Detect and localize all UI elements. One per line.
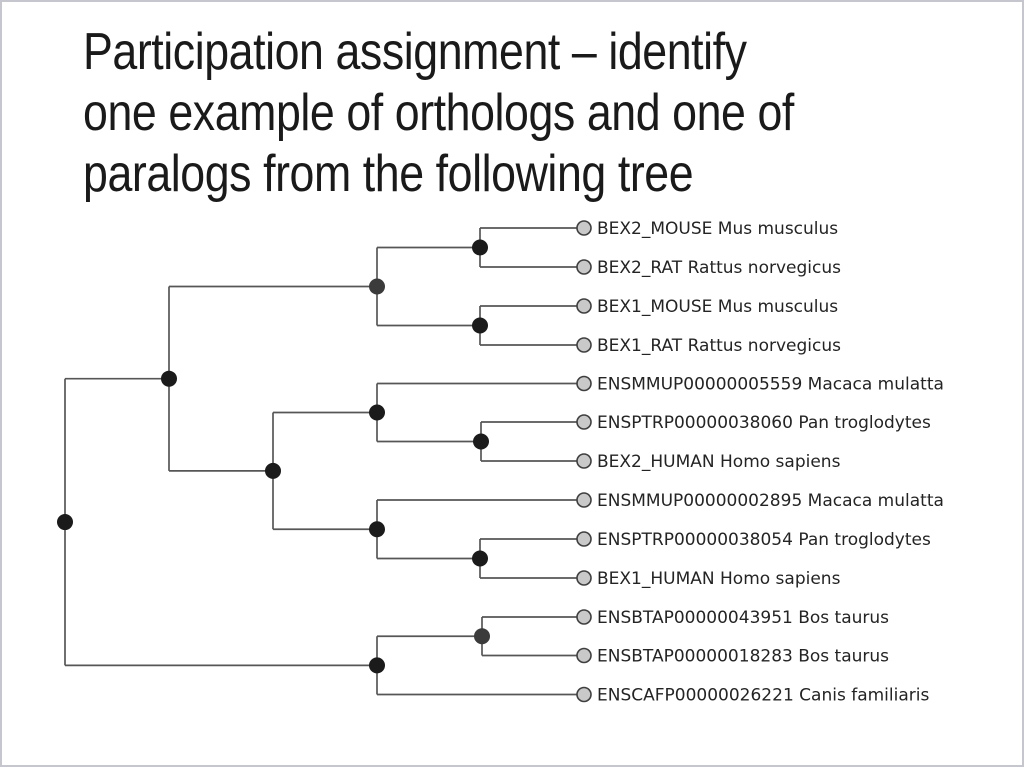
leaf-node-circle xyxy=(576,686,592,703)
internal-node-dot xyxy=(369,278,385,295)
leaf-node-circle xyxy=(576,609,592,625)
slide-title-line-2: one example of orthologs and one of xyxy=(83,84,794,142)
leaf-node-circle xyxy=(576,414,592,430)
leaf-node-circle xyxy=(576,531,592,547)
slide-title-line-3: paralogs from the following tree xyxy=(83,145,694,203)
leaf-label: BEX1_RAT Rattus norvegicus xyxy=(597,336,841,356)
leaf-node-circle xyxy=(576,298,592,314)
internal-node-dot xyxy=(369,657,385,674)
internal-node-dot xyxy=(265,462,281,479)
leaf-label: ENSPTRP00000038060 Pan troglodytes xyxy=(597,413,931,433)
leaf-label: BEX1_MOUSE Mus musculus xyxy=(597,297,838,317)
internal-node-dot xyxy=(369,404,385,421)
internal-node-dot xyxy=(472,317,488,334)
leaf-node-circle xyxy=(576,492,592,508)
leaf-label: ENSBTAP00000043951 Bos taurus xyxy=(597,608,889,628)
leaf-label: ENSPTRP00000038054 Pan troglodytes xyxy=(597,530,931,550)
leaf-node-circle xyxy=(576,570,592,586)
leaf-label: ENSCAFP00000026221 Canis familiaris xyxy=(597,686,929,706)
leaf-node-circle xyxy=(576,259,592,275)
leaf-label: BEX1_HUMAN Homo sapiens xyxy=(597,569,841,589)
leaf-node-circle xyxy=(576,647,592,664)
leaf-node-circle xyxy=(576,220,592,236)
leaf-label: BEX2_MOUSE Mus musculus xyxy=(597,219,838,239)
leaf-label: ENSBTAP00000018283 Bos taurus xyxy=(597,647,889,667)
leaf-label: ENSMMUP00000002895 Macaca mulatta xyxy=(597,491,944,511)
leaf-node-circle xyxy=(576,453,592,469)
slide-title-line-1: Participation assignment – identify xyxy=(83,23,747,81)
leaf-node-circle xyxy=(576,337,592,353)
internal-node-dot xyxy=(472,239,488,256)
leaf-label: BEX2_RAT Rattus norvegicus xyxy=(597,258,841,278)
leaf-label: ENSMMUP00000005559 Macaca mulatta xyxy=(597,375,944,395)
slide-title: Participation assignment – identify one … xyxy=(83,22,794,205)
leaf-label: BEX2_HUMAN Homo sapiens xyxy=(597,452,841,472)
internal-node-dot xyxy=(369,521,385,538)
internal-node-dot xyxy=(57,514,73,531)
internal-node-dot xyxy=(472,550,488,567)
internal-node-dot xyxy=(474,628,490,645)
internal-node-dot xyxy=(161,370,177,387)
leaf-node-circle xyxy=(576,375,592,392)
internal-node-dot xyxy=(473,433,489,450)
